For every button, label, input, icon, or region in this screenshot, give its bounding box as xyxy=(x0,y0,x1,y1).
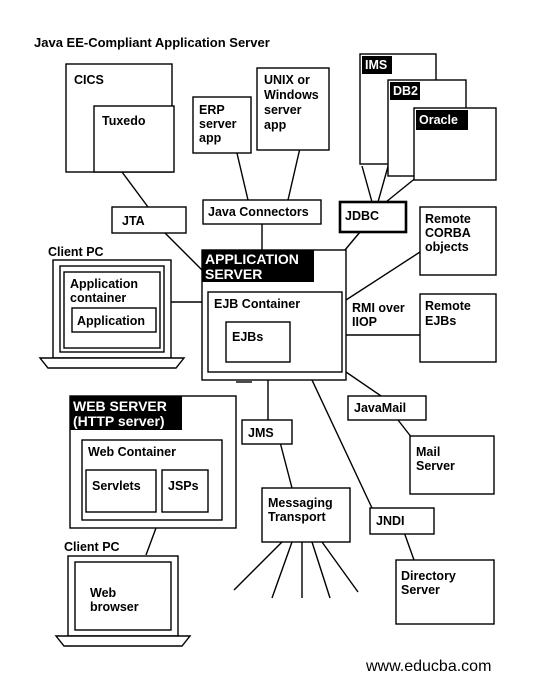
db2-label-bg xyxy=(390,82,420,100)
erp-label-line-1: ERP xyxy=(199,103,225,117)
line-appserver-javamail xyxy=(345,371,385,399)
servlets-label: Servlets xyxy=(92,479,141,493)
unix-label-line-1: UNIX or xyxy=(264,73,310,87)
line-javamail-mailserver xyxy=(397,419,413,439)
application-server-line-1: APPLICATION xyxy=(205,251,299,267)
jsps-box xyxy=(161,469,209,513)
javamail-label: JavaMail xyxy=(354,401,406,415)
unix-label-line-3: server xyxy=(264,103,302,117)
remote-corba-line-1: Remote xyxy=(425,212,471,226)
ejbs-box xyxy=(225,321,291,363)
jndi-label: JNDI xyxy=(376,514,404,528)
rmi-over-iiop-line-1: RMI over xyxy=(352,301,405,315)
application-server-line-2: SERVER xyxy=(205,266,262,282)
mail-server-line-2: Server xyxy=(416,459,455,473)
application-container-line-1: Application xyxy=(70,277,138,291)
web-server-label-bg xyxy=(70,396,182,430)
line-messaging-fan-4 xyxy=(311,541,331,599)
line-messaging-fan-2 xyxy=(271,541,293,599)
line-jms-messaging xyxy=(279,441,293,489)
line-corba-appserver xyxy=(345,251,421,301)
java-connectors-label: Java Connectors xyxy=(208,205,309,219)
jdbc-box xyxy=(338,200,408,234)
application-label: Application xyxy=(77,314,145,328)
servlets-box xyxy=(85,469,157,513)
line-webserver-clientpc xyxy=(145,527,157,556)
client-pc-bottom-label: Client PC xyxy=(64,540,120,554)
watermark-text: www.educba.com xyxy=(365,658,491,675)
line-messaging-fan-5 xyxy=(321,541,359,593)
line-ims-jdbc xyxy=(361,165,373,203)
oracle-label: Oracle xyxy=(419,113,458,127)
application-box xyxy=(71,307,157,333)
connector-lines xyxy=(121,130,429,599)
web-container-label: Web Container xyxy=(88,445,176,459)
ims-label: IMS xyxy=(365,58,387,72)
line-appserver-jndi xyxy=(311,379,373,509)
line-jdbc-appserver xyxy=(344,231,361,251)
erp-label-line-3: app xyxy=(199,131,222,145)
remote-ejbs-line-1: Remote xyxy=(425,299,471,313)
web-server-line-1: WEB SERVER xyxy=(73,398,167,414)
unix-server-app-box xyxy=(256,67,330,151)
client-pc-top-keyboard xyxy=(38,357,186,369)
line-messaging-fan-1 xyxy=(233,541,283,591)
tuxedo-box xyxy=(93,105,175,173)
db2-label: DB2 xyxy=(393,84,418,98)
erp-server-app-box xyxy=(192,96,252,154)
line-erp-connectors xyxy=(235,148,249,201)
web-browser-line-1: Web xyxy=(90,586,117,600)
web-browser-line-2: browser xyxy=(90,600,139,614)
line-unix-connectors xyxy=(287,147,301,201)
messaging-transport-line-2: Transport xyxy=(268,510,326,524)
remote-ejbs-line-2: EJBs xyxy=(425,314,456,328)
mail-server-line-1: Mail xyxy=(416,445,440,459)
messaging-transport-line-1: Messaging xyxy=(268,496,333,510)
remote-ejbs-box xyxy=(419,293,497,363)
ejbs-label: EJBs xyxy=(232,330,263,344)
directory-server-line-1: Directory xyxy=(401,569,456,583)
remote-corba-line-3: objects xyxy=(425,240,469,254)
client-pc-bottom-screen xyxy=(74,561,172,631)
ejb-container-label: EJB Container xyxy=(214,297,300,311)
directory-server-box xyxy=(395,559,495,625)
tuxedo-label: Tuxedo xyxy=(102,114,146,128)
application-container-line-2: container xyxy=(70,291,126,305)
jsps-label: JSPs xyxy=(168,479,199,493)
jms-box xyxy=(241,419,293,445)
diagram-title: Java EE-Compliant Application Server xyxy=(34,35,270,50)
unix-label-line-4: app xyxy=(264,118,287,132)
erp-label-line-2: server xyxy=(199,117,237,131)
cics-label: CICS xyxy=(74,73,104,87)
web-server-line-2: (HTTP server) xyxy=(73,413,165,429)
ims-label-bg xyxy=(362,56,392,74)
remote-corba-line-2: CORBA xyxy=(425,226,471,240)
javamail-box xyxy=(347,395,427,421)
directory-server-line-2: Server xyxy=(401,583,440,597)
unix-label-line-2: Windows xyxy=(264,88,319,102)
jdbc-label: JDBC xyxy=(345,209,379,223)
messaging-transport-box xyxy=(261,487,351,543)
oracle-label-bg xyxy=(416,110,468,130)
line-jndi-directory xyxy=(403,531,415,561)
line-jta-appserver xyxy=(163,231,209,277)
java-connectors-box xyxy=(202,199,322,225)
jndi-box xyxy=(369,507,435,535)
jms-label: JMS xyxy=(248,426,274,440)
jta-box xyxy=(111,206,187,234)
client-pc-bottom-keyboard xyxy=(54,635,192,647)
line-tuxedo-jta xyxy=(121,171,149,208)
client-pc-top-label: Client PC xyxy=(48,245,104,259)
application-server-label-bg xyxy=(202,250,314,282)
rmi-over-iiop-line-2: IIOP xyxy=(352,315,377,329)
remote-corba-box xyxy=(419,206,497,276)
mail-server-box xyxy=(409,435,495,495)
jta-label: JTA xyxy=(122,214,145,228)
